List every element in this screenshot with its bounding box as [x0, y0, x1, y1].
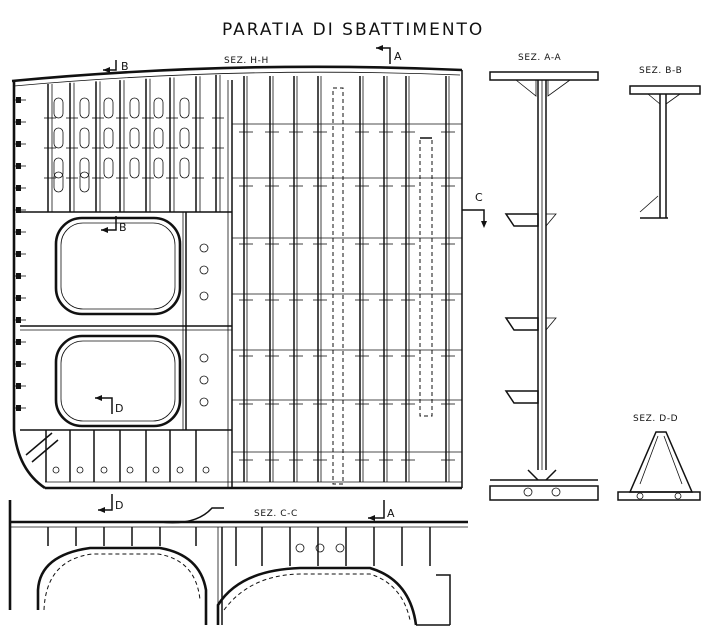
- svg-text:C: C: [475, 191, 483, 204]
- svg-text:D: D: [115, 402, 123, 415]
- section-label-cc: SEZ. C-C: [254, 509, 298, 519]
- section-label-dd: SEZ. D-D: [633, 414, 678, 424]
- svg-text:A: A: [387, 507, 395, 520]
- section-hh-bulkhead: [11, 65, 463, 490]
- svg-text:B: B: [119, 221, 127, 234]
- cut-marker-d-mid: D: [95, 395, 123, 415]
- section-aa: [489, 71, 599, 501]
- section-bb: [629, 85, 701, 219]
- cut-marker-a-bottom: A: [368, 500, 395, 521]
- drawing-title: PARATIA DI SBATTIMENTO: [222, 20, 484, 40]
- cut-marker-a-top: A: [376, 45, 402, 64]
- svg-text:A: A: [394, 50, 402, 63]
- section-cc: [8, 500, 468, 626]
- svg-text:B: B: [121, 60, 129, 73]
- section-label-bb: SEZ. B-B: [639, 66, 682, 76]
- svg-text:D: D: [115, 499, 123, 512]
- cut-marker-d-bottom: D: [98, 494, 123, 513]
- cut-marker-b-mid: B: [101, 216, 127, 234]
- cut-marker-c-right: C: [462, 191, 487, 228]
- section-label-hh: SEZ. H-H: [224, 56, 269, 66]
- cut-marker-b-top: B: [103, 60, 129, 73]
- section-label-aa: SEZ. A-A: [518, 53, 561, 63]
- section-dd: [617, 431, 701, 501]
